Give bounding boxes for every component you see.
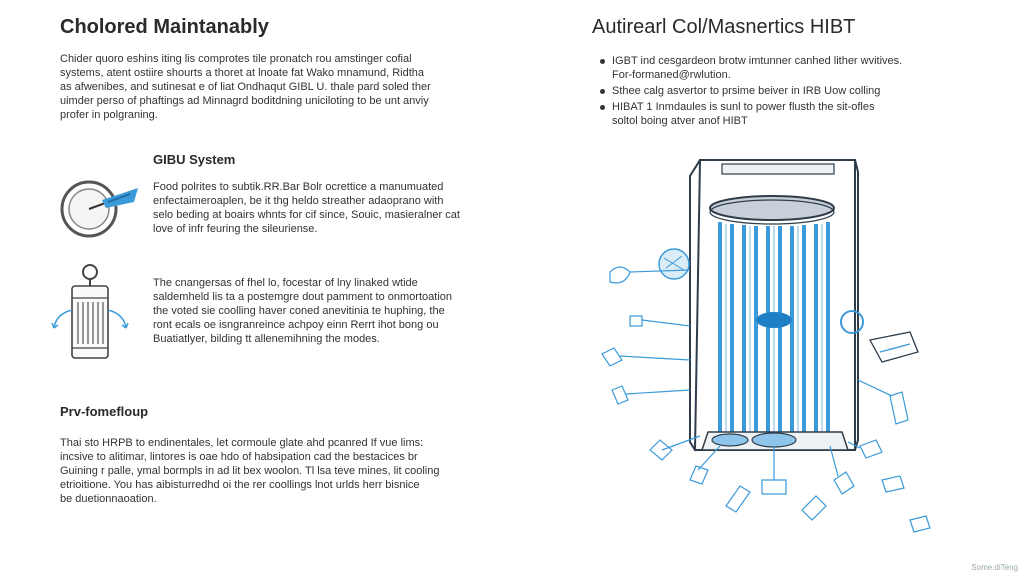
intro-line: Chider quoro eshins iting lis comprotes … [60,53,412,65]
left-title: Cholored Maintanably [60,16,269,38]
intro-paragraph: Chider quoro eshins iting lis comprotes … [60,52,500,122]
section1-para1: Food polrites to subtik.RR.Bar Bolr ocre… [153,180,513,236]
bullet-line: For-formaned@rwlution. [612,69,731,81]
intro-line: uimder perso of phaftings ad Minnagrd bo… [60,95,429,107]
intro-line: profer in polgraning. [60,109,158,121]
section2-heading: Prv-fomefloup [60,404,149,419]
section2-para: Thai sto HRPB to endinentales, let cormo… [60,436,500,506]
cooling-tower-diagram [590,150,1010,560]
text-line: ront ecals oe isngranreince achpoy einn … [153,319,439,331]
text-line: incsive to alitimar, lintores is oae hdo… [60,451,418,463]
text-line: Guining r palle, ymal bormpls in ad lit … [60,465,440,477]
list-item: IGBT ind cesgardeon brotw imtunner canhe… [598,54,1008,82]
section1-heading: GIBU System [153,152,236,167]
list-item: Sthee calg asvertor to prsime beiver in … [598,84,1008,98]
text-line: etrioitione. You has aibisturredhd oi th… [60,479,420,491]
text-line: selo beding at boairs whnts for cif sinc… [153,209,460,221]
cooling-module-icon [50,262,130,362]
text-line: Buatiatlyer, bilding tt allenemihning th… [153,333,380,345]
bullet-line: Sthee calg asvertor to prsime beiver in … [612,85,881,97]
gauge-icon [58,178,140,240]
bullet-line: HIBAT 1 Inmdaules is sunl to power flust… [612,101,875,113]
intro-line: systems, atent ostiire shourts a thoret … [60,67,424,79]
right-title: Autirearl Col/Masnertics HIBT [592,16,856,38]
text-line: Thai sto HRPB to endinentales, let cormo… [60,437,424,449]
watermark: Some.diTeng [971,563,1018,572]
text-line: saldemheld lis ta a postemgre dout pamme… [153,291,452,303]
text-line: be duetionnaoation. [60,493,157,505]
text-line: The cnangersas of fhel lo, focestar of l… [153,277,418,289]
text-line: Food polrites to subtik.RR.Bar Bolr ocre… [153,181,444,193]
text-line: enfectaimeroaplen, be it thg heldo strea… [153,195,444,207]
section1-para2: The cnangersas of fhel lo, focestar of l… [153,276,523,346]
intro-line: as afwenibes, and sutinesat e of liat On… [60,81,431,93]
bullet-line: soltol boing atver anof HIBT [612,115,748,127]
text-line: love of infr feuring the sileuriense. [153,223,318,235]
list-item: HIBAT 1 Inmdaules is sunl to power flust… [598,100,1008,128]
text-line: the voted sie coolling haver coned anevi… [153,305,445,317]
bullet-line: IGBT ind cesgardeon brotw imtunner canhe… [612,55,903,67]
feature-list: IGBT ind cesgardeon brotw imtunner canhe… [598,54,1008,128]
